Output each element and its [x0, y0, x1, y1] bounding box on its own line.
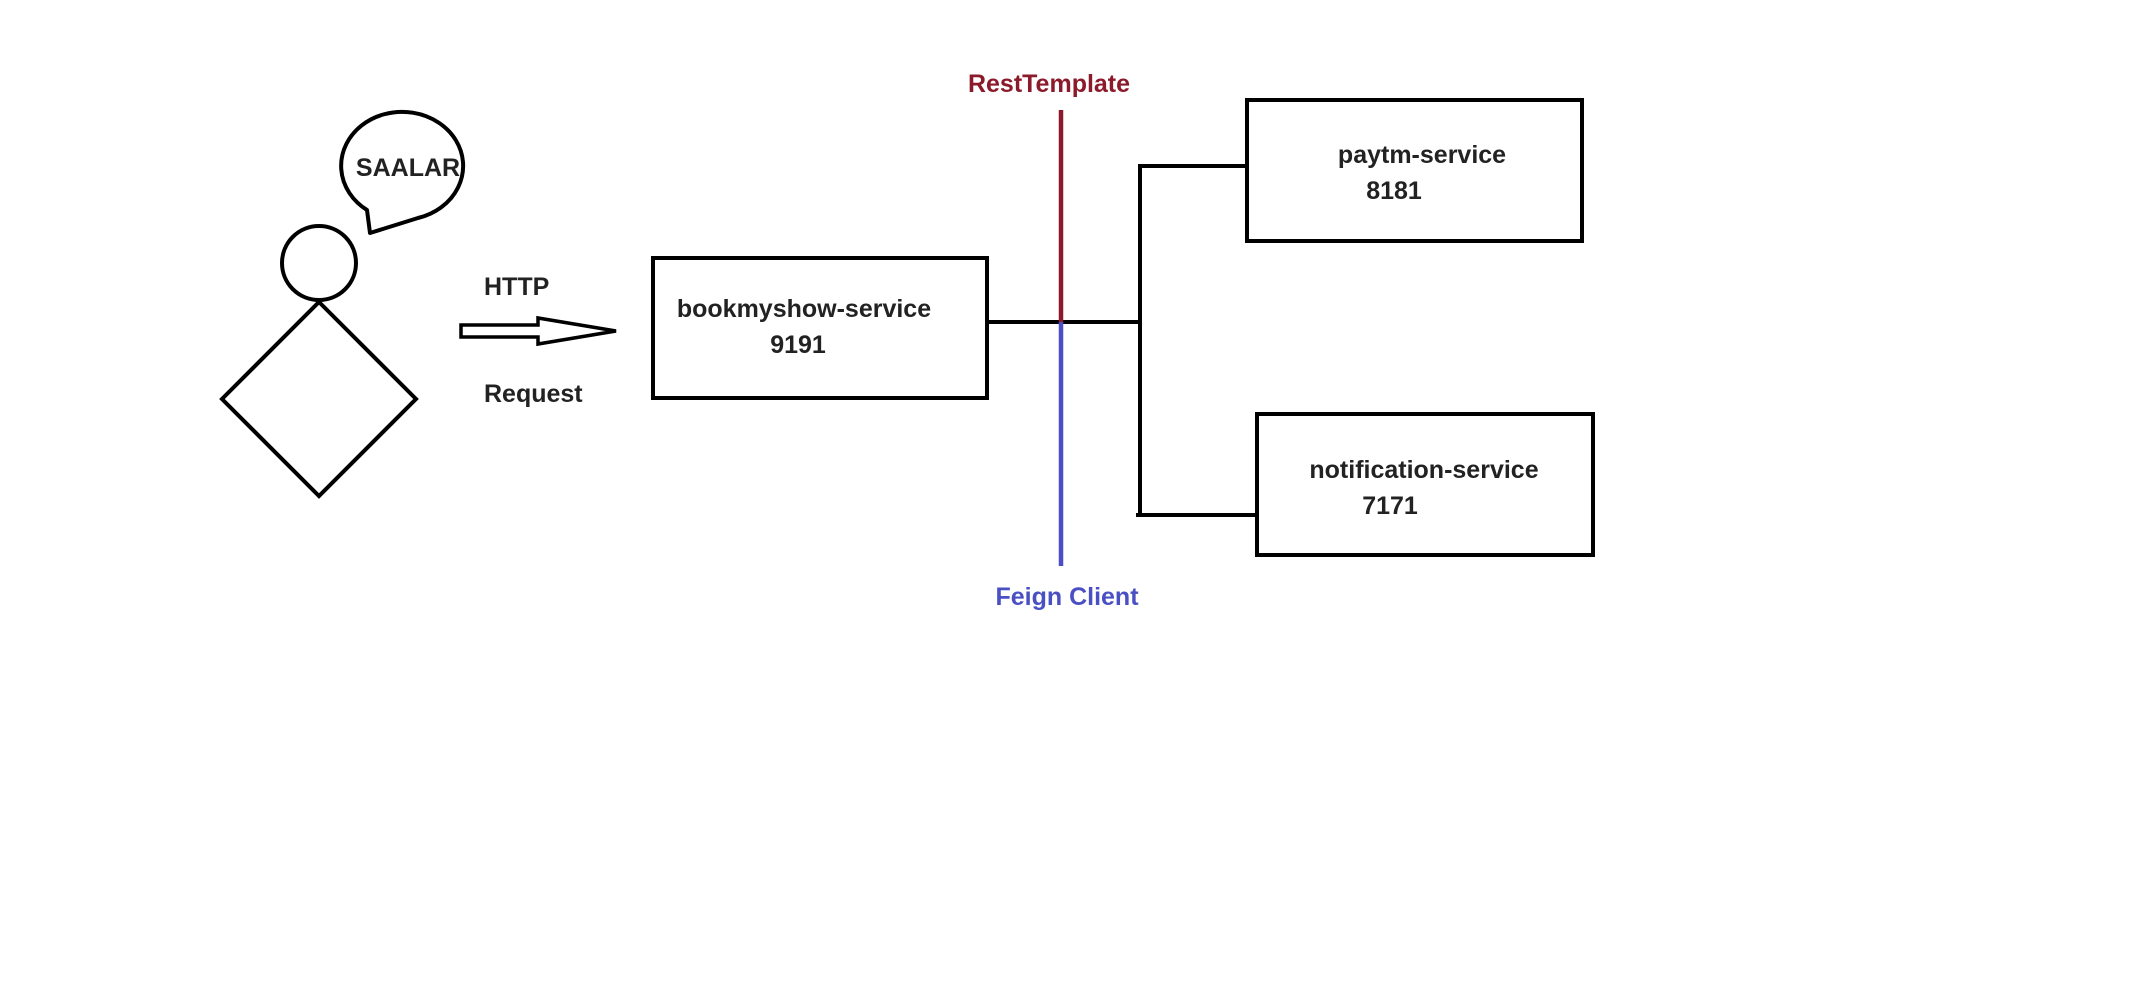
user-body	[219, 299, 419, 499]
request-arrow-shape	[459, 315, 617, 347]
user-head	[280, 224, 358, 302]
bookmyshow-service-port: 9191	[770, 331, 826, 359]
paytm-service-name: paytm-service	[1338, 141, 1506, 169]
bookmyshow-service-name: bookmyshow-service	[677, 295, 931, 323]
client-separator: RestTemplate Feign Client	[968, 70, 1139, 611]
resttemplate-label: RestTemplate	[968, 70, 1130, 98]
paytm-service-rect	[1245, 98, 1584, 243]
user-figure	[219, 224, 419, 499]
request-label-request: Request	[484, 380, 583, 408]
speech-bubble-shape	[339, 109, 466, 235]
paytm-service-box: paytm-service 8181	[1245, 98, 1584, 243]
request-label-http: HTTP	[484, 273, 549, 301]
connectors	[987, 164, 1257, 517]
speech-bubble: SAALAR	[339, 109, 466, 235]
speech-text: SAALAR	[356, 154, 460, 182]
bookmyshow-service-rect	[651, 256, 989, 400]
bookmyshow-service-box: bookmyshow-service 9191	[651, 256, 989, 400]
notification-service-name: notification-service	[1309, 456, 1538, 484]
notification-service-rect	[1255, 412, 1595, 557]
paytm-service-port: 8181	[1366, 177, 1422, 205]
notification-service-port: 7171	[1362, 492, 1418, 520]
feign-client-label: Feign Client	[995, 583, 1139, 611]
http-request-arrow: HTTP Request	[459, 273, 617, 408]
notification-service-box: notification-service 7171	[1255, 412, 1595, 557]
